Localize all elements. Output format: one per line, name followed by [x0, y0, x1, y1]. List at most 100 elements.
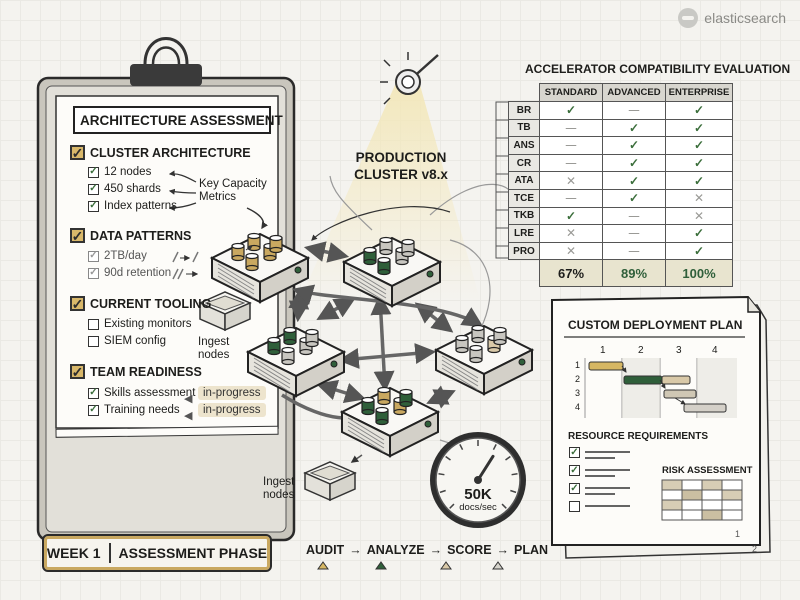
pipeline-step: AUDIT: [306, 543, 345, 557]
shard-cylinder-icon: [267, 336, 281, 356]
pipeline-arrow: →: [429, 543, 443, 557]
checkbox[interactable]: ✓: [88, 250, 99, 262]
table-cell: —: [602, 241, 666, 261]
gauge-tick: [492, 444, 497, 451]
elasticsearch-logo-icon: [678, 8, 699, 28]
table-cell: ✕: [665, 188, 733, 208]
checklist-item: ✓2TB/day: [88, 250, 147, 262]
column-header: STANDARD: [539, 83, 603, 102]
checklist-item: ✓ 90d retention: [88, 267, 171, 279]
shard-cylinder-icon: [379, 236, 393, 256]
pipeline-arrow: →: [496, 543, 510, 557]
row-label: ATA: [508, 171, 540, 190]
checkbox[interactable]: ✓: [88, 183, 99, 195]
cross-icon: ✕: [693, 191, 705, 206]
item-label: 90d retention: [104, 267, 172, 279]
gauge-tick: [501, 503, 507, 509]
ingest-box-bottom: [303, 461, 357, 502]
section-data-patterns: ✓ DATA PATTERNS: [70, 228, 191, 243]
ingest-label: Ingest nodes: [198, 336, 230, 361]
cluster-node-icon[interactable]: [245, 326, 347, 398]
gauge-tick: [439, 489, 446, 494]
cluster-node-icon[interactable]: [339, 386, 441, 458]
cluster-node-icon[interactable]: [341, 236, 443, 308]
checkbox[interactable]: [88, 335, 99, 347]
pipeline-step: ANALYZE: [366, 543, 425, 557]
week-phase-label: WEEK 1 ASSESSMENT PHASE: [42, 534, 272, 572]
resource-checkbox[interactable]: ✓: [569, 482, 580, 494]
table-row: LRE ✕ — ✓: [508, 224, 733, 243]
table-cell: ✓: [602, 188, 666, 208]
status-badge: in-progress: [198, 386, 266, 400]
checkbox[interactable]: ✓: [88, 267, 99, 279]
cluster-node-icon[interactable]: [433, 324, 535, 396]
plan-title: CUSTOM DEPLOYMENT PLAN: [568, 318, 743, 332]
table-row: CR—✓✓: [508, 153, 733, 173]
item-label: 12 nodes: [104, 166, 152, 178]
checkbox[interactable]: ✓: [88, 166, 99, 178]
check-icon: ✓: [565, 103, 577, 118]
cluster-version: CLUSTER v8.x: [354, 167, 448, 182]
check-icon: ✓: [628, 156, 640, 171]
resource-checkbox[interactable]: ✓: [569, 446, 580, 458]
table-row: ATA✕✓✓: [508, 171, 733, 190]
pencil-icon: [172, 251, 199, 280]
cross-icon: ✕: [693, 208, 705, 223]
row-label: LRE: [508, 224, 540, 243]
deployment-plan-document: [551, 295, 771, 559]
shard-cylinder-icon: [469, 344, 483, 364]
section-checkbox[interactable]: ✓: [70, 227, 85, 244]
checkbox[interactable]: ✓: [88, 387, 99, 399]
table-cell: ✓: [665, 224, 733, 243]
check-icon: ✓: [693, 138, 705, 153]
ingest-arrow: [350, 454, 363, 463]
table-header-row: STANDARD ADVANCED ENTERPRISE: [509, 83, 733, 102]
divider: [108, 543, 111, 563]
title-pointer: [311, 206, 451, 241]
gauge-tick: [511, 473, 518, 476]
table-row: BR✓—✓: [508, 101, 733, 120]
dash-icon: —: [628, 227, 640, 240]
page-number: 2: [752, 544, 758, 554]
section-checkbox[interactable]: ✓: [70, 295, 85, 312]
phase-name: ASSESSMENT PHASE: [118, 545, 268, 561]
column-header: ADVANCED: [602, 83, 666, 102]
link-arc: [449, 239, 491, 331]
shard-cylinder-icon: [377, 256, 391, 276]
shard-cylinder-icon: [363, 246, 377, 266]
table-cell: ✓: [665, 118, 733, 138]
check-icon: ✓: [628, 138, 640, 153]
checkbox[interactable]: ✓: [88, 200, 99, 212]
table-cell: —: [539, 136, 603, 155]
checklist-item: Existing monitors: [88, 318, 192, 330]
shard-cylinder-icon: [299, 336, 313, 356]
checkbox[interactable]: [88, 318, 99, 330]
row-label: CR: [508, 153, 540, 173]
throughput-gauge: [430, 432, 526, 528]
cross-icon: ✕: [565, 173, 577, 188]
row-label: BR: [508, 101, 540, 120]
page-number: 1: [735, 529, 741, 539]
checkbox[interactable]: ✓: [88, 404, 99, 416]
resource-checkbox[interactable]: [569, 501, 580, 512]
table-cell: ✓: [539, 206, 603, 226]
table-row: TCE—✓✕: [508, 188, 733, 208]
section-checkbox[interactable]: ✓: [70, 144, 85, 161]
dash-icon: —: [565, 139, 577, 152]
section-title: CURRENT TOOLING: [90, 296, 212, 311]
gantt-column-label: 2: [638, 345, 644, 356]
check-icon: ✓: [693, 173, 705, 188]
resource-checkbox[interactable]: ✓: [569, 464, 580, 476]
gantt-column-label: 1: [600, 345, 606, 356]
table-cell: ✕: [539, 171, 603, 190]
dash-icon: —: [565, 157, 577, 170]
cross-icon: ✕: [565, 226, 577, 241]
table-cell: —: [539, 118, 603, 138]
section-checkbox[interactable]: ✓: [70, 363, 85, 380]
cluster-node-icon[interactable]: [209, 232, 311, 304]
table-cell: —: [602, 224, 666, 243]
shard-cylinder-icon: [283, 326, 297, 346]
table-cell: ✕: [539, 241, 603, 261]
table-row: PRO✕—✓: [508, 241, 733, 261]
shard-cylinder-icon: [493, 326, 507, 346]
